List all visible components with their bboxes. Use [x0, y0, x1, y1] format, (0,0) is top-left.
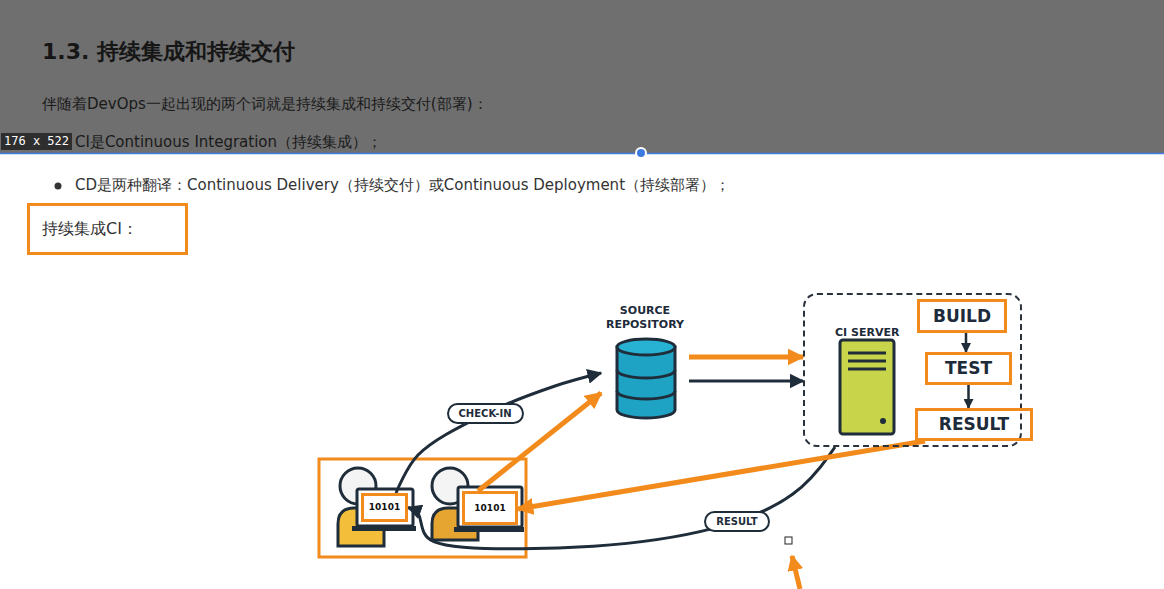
- annotation-box: 持续集成CI：: [27, 203, 188, 255]
- intro-text-holder: 伴随着DevOps一起出现的两个词就是持续集成和持续交付(部署)：: [42, 96, 488, 113]
- process-box: TEST: [925, 352, 1012, 385]
- bullet-text-holder: CI是Continuous Integration（持续集成）；: [75, 134, 382, 151]
- database-top: [617, 339, 675, 355]
- ci-server-group: CI SERVER BUILD TEST RESULT: [803, 293, 1022, 447]
- size-tag-holder: 176 x 522: [1, 133, 72, 150]
- server-slot: [848, 360, 886, 363]
- flow-arrow: [689, 380, 803, 383]
- repository-node: SOURCE REPOSITORY: [601, 304, 689, 420]
- node-text: SOURCE REPOSITORY: [601, 304, 689, 332]
- node-text: 10101: [474, 503, 505, 514]
- step-arrow: [965, 333, 968, 352]
- node-text: TEST: [945, 358, 992, 379]
- edge-label: CHECK-IN: [447, 403, 524, 424]
- code-box: 10101: [462, 491, 518, 525]
- process-box: RESULT: [915, 408, 1033, 441]
- annotation-arrow: [689, 355, 803, 360]
- laptop-base: [352, 526, 416, 531]
- laptop-screen: [458, 487, 522, 527]
- bullet-text: CI是Continuous Integration（持续集成）；: [75, 134, 382, 151]
- pointer-arrow: [792, 556, 800, 589]
- selection-handle: [636, 148, 646, 158]
- node-text: 10101: [369, 502, 400, 513]
- bullet-text: CD是两种翻译：Continuous Delivery（持续交付）或Contin…: [75, 175, 730, 195]
- step-arrow: [967, 385, 970, 408]
- size-tag: 176 x 522: [1, 133, 72, 150]
- annotation-box: [319, 459, 526, 557]
- node-text: BUILD: [933, 306, 991, 327]
- intro-text: 伴随着DevOps一起出现的两个词就是持续集成和持续交付(部署)：: [42, 96, 488, 113]
- edge-label-holder: CHECK-IN: [447, 403, 524, 424]
- node-text: RESULT: [939, 414, 1009, 435]
- heading: 1.3. 持续集成和持续交付: [42, 38, 295, 66]
- server-icon: [840, 340, 894, 434]
- annotation-arrow: [518, 441, 925, 509]
- server-slot: [848, 352, 886, 355]
- laptop-base: [454, 527, 524, 532]
- node-text: CI SERVER: [835, 326, 899, 339]
- server-slot: [848, 368, 886, 371]
- laptop-screen: [357, 489, 413, 526]
- title-holder: 1.3. 持续集成和持续交付: [42, 38, 295, 66]
- process-box: BUILD: [917, 299, 1007, 333]
- database-ring: [617, 391, 675, 399]
- mouse-cursor: [785, 537, 792, 544]
- result-arrow: [408, 447, 835, 549]
- node-text: 持续集成CI：: [42, 219, 138, 239]
- database-body: [617, 347, 675, 418]
- dimmed-band: [0, 0, 1164, 153]
- edge-label-holder: RESULT: [704, 511, 769, 532]
- selection-line: [0, 153, 1164, 155]
- bullet-dot: [55, 183, 62, 190]
- code-box: 10101: [361, 493, 408, 522]
- bullet-text-holder: CD是两种翻译：Continuous Delivery（持续交付）或Contin…: [75, 175, 730, 195]
- database-ring: [617, 370, 675, 378]
- check-in-arrow: [396, 373, 601, 493]
- server-light: [880, 418, 886, 424]
- edge-label: RESULT: [704, 511, 769, 532]
